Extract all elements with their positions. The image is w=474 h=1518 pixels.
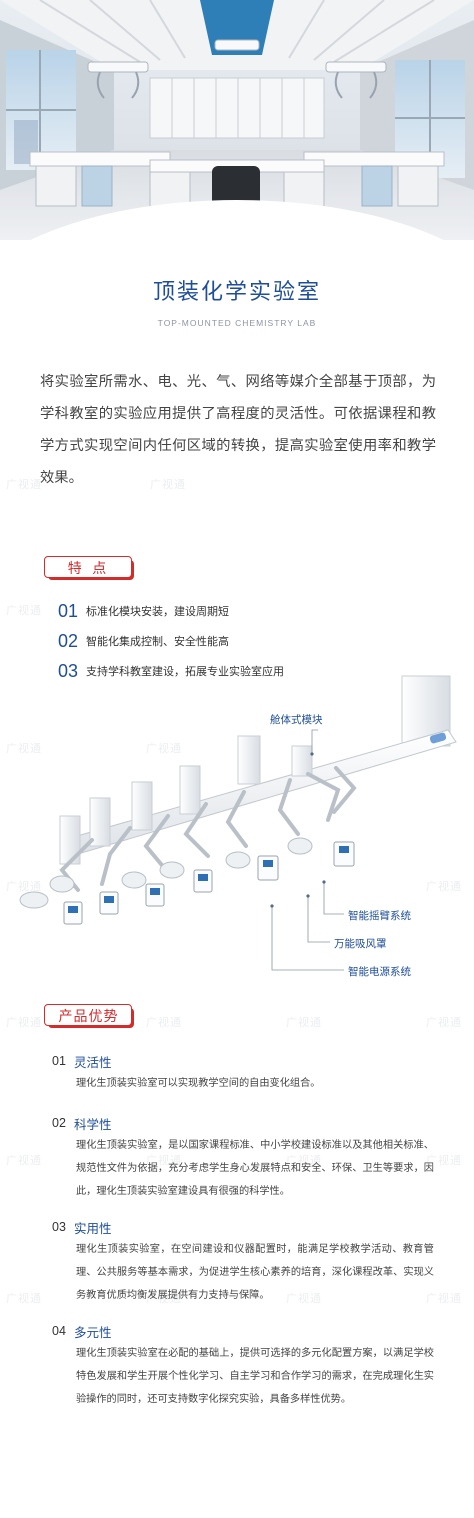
advantage-number: 04: [52, 1324, 66, 1338]
callout-module: 舱体式模块: [270, 714, 323, 726]
watermark: 广视通: [6, 1154, 42, 1167]
advantage-number: 03: [52, 1220, 66, 1234]
advantages-tag-label: 产品优势: [58, 1009, 119, 1025]
advantage-title: 灵活性: [74, 1054, 112, 1070]
watermark: 广视通: [426, 880, 462, 893]
hero-lab-photo: [0, 0, 474, 240]
feature-number: 02: [58, 630, 79, 651]
features-tag-label: 特 点: [67, 561, 110, 577]
watermark: 广视通: [146, 1154, 182, 1167]
advantage-number: 01: [52, 1054, 66, 1068]
advantage-title: 科学性: [74, 1116, 112, 1132]
feature-number: 03: [58, 660, 79, 681]
feature-item: 03 支持学科教室建设，拓展专业实验室应用: [58, 660, 284, 682]
advantage-heading: 04 多元性: [52, 1322, 112, 1340]
callout-arm: 智能摇臂系统: [348, 910, 411, 922]
watermark: 广视通: [6, 742, 42, 755]
watermark: 广视通: [150, 478, 186, 491]
page-subtitle: TOP-MOUNTED CHEMISTRY LAB: [157, 318, 317, 328]
feature-item: 02 智能化集成控制、安全性能高: [58, 630, 229, 652]
advantage-title: 实用性: [74, 1220, 112, 1236]
advantage-body: 理化生顶装实验室，在空间建设和仪器配置时，能满足学校教学活动、教育管理、公共服务…: [76, 1244, 434, 1301]
callout-hood: 万能吸风罩: [334, 938, 387, 950]
watermark: 广视通: [6, 478, 42, 491]
advantage-heading: 03 实用性: [52, 1218, 112, 1236]
watermark: 广视通: [6, 1016, 42, 1029]
watermark: 广视通: [146, 1016, 182, 1029]
advantage-body: 理化生顶装实验室，是以国家课程标准、中小学校建设标准以及其他相关标准、规范性文件…: [76, 1140, 434, 1197]
watermark: 广视通: [286, 1154, 322, 1167]
watermark: 广视通: [146, 1292, 182, 1305]
feature-text: 支持学科教室建设，拓展专业实验室应用: [86, 665, 284, 678]
advantage-body: 理化生顶装实验室在必配的基础上，提供可选择的多元化配置方案，以满足学校特色发展和…: [76, 1348, 434, 1405]
watermark: 广视通: [286, 1016, 322, 1029]
feature-number: 01: [58, 600, 79, 621]
page-title: 顶装化学实验室: [152, 280, 321, 305]
watermark: 广视通: [6, 604, 42, 617]
feature-text: 标准化模块安装，建设周期短: [86, 605, 229, 618]
watermark: 广视通: [426, 1154, 462, 1167]
watermark: 广视通: [6, 1292, 42, 1305]
advantage-body: 理化生顶装实验室可以实现教学空间的自由变化组合。: [76, 1078, 321, 1089]
watermark: 广视通: [6, 880, 42, 893]
advantage-number: 02: [52, 1116, 66, 1130]
advantages-tag: 产品优势: [44, 1004, 134, 1028]
features-tag: 特 点: [44, 556, 134, 580]
advantage-heading: 02 科学性: [52, 1114, 112, 1132]
feature-text: 智能化集成控制、安全性能高: [86, 635, 229, 648]
watermark: 广视通: [146, 742, 182, 755]
watermark: 广视通: [426, 1292, 462, 1305]
watermark: 广视通: [426, 1016, 462, 1029]
advantage-title: 多元性: [74, 1324, 112, 1340]
callout-power: 智能电源系统: [348, 966, 411, 978]
advantage-heading: 01 灵活性: [52, 1052, 112, 1070]
ceiling-module-diagram: 舱体式模块 智能摇臂系统 万能吸风罩 智能电源系统: [0, 670, 474, 990]
intro-paragraph: 将实验室所需水、电、光、气、网络等媒介全部基于顶部，为学科教室的实验应用提供了高…: [40, 374, 436, 486]
feature-item: 01 标准化模块安装，建设周期短: [58, 600, 229, 622]
watermark: 广视通: [286, 1292, 322, 1305]
